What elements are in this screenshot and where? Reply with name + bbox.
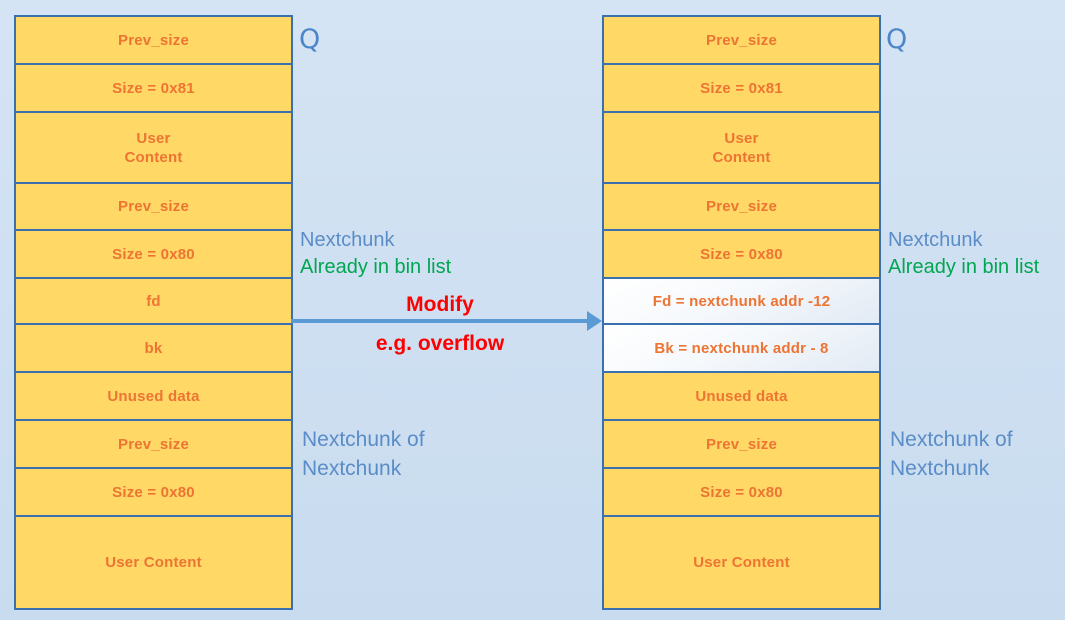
nextchunk-of-label: Nextchunk of	[302, 428, 425, 451]
chunk-row-label: Bk = nextchunk addr - 8	[654, 339, 829, 357]
chunk-row-label: Size = 0x81	[700, 79, 783, 97]
q-marker-right: Q	[886, 24, 908, 55]
chunk-row-label: Prev_size	[117, 198, 190, 215]
chunk-row-fd: fd	[16, 279, 291, 325]
chunk-row-unused-data: Unused data	[604, 373, 879, 421]
modify-arrow-head-icon	[587, 311, 602, 331]
chunk-row-user-content: User Content	[16, 113, 291, 184]
chunk-row-prev-size: Prev_size	[604, 421, 879, 469]
chunk-row-label: User Content	[712, 129, 771, 166]
chunk-row-label: Size = 0x80	[700, 245, 783, 263]
chunk-row-prev-size: Prev_size	[604, 17, 879, 65]
chunk-row-label: Prev_size	[705, 198, 778, 215]
chunk-row-label: Prev_size	[117, 31, 190, 49]
chunk-row-user-content: User Content	[604, 517, 879, 608]
chunk-row-size-0x80: Size = 0x80	[604, 231, 879, 279]
nextchunk-of-label: Nextchunk of	[890, 428, 1013, 451]
chunk-row-label: Size = 0x80	[112, 483, 195, 501]
chunk-row-label: Unused data	[695, 387, 788, 405]
chunk-row-size-0x81: Size = 0x81	[16, 65, 291, 113]
chunk-row-prev-size: Prev_size	[16, 421, 291, 469]
chunk-row-user-content: User Content	[16, 517, 291, 608]
chunk-row-size-0x80: Size = 0x80	[16, 231, 291, 279]
chunk-row-unused-data: Unused data	[16, 373, 291, 421]
chunk-row-prev-size: Prev_size	[16, 184, 291, 231]
chunk-row-label: Size = 0x81	[112, 79, 195, 97]
already-in-bin-label: Already in bin list	[888, 256, 1040, 278]
chunk-row-label: User Content	[124, 129, 183, 166]
chunk-row-label: Unused data	[107, 387, 200, 405]
modify-label: Modify	[406, 293, 474, 316]
chunk-row-bk: bk	[16, 325, 291, 373]
chunk-row-label: Size = 0x80	[112, 245, 195, 263]
chunk-row-size-0x81: Size = 0x81	[604, 65, 879, 113]
chunk-row-fd-overwritten: Fd = nextchunk addr -12	[604, 279, 879, 325]
chunk-row-prev-size: Prev_size	[604, 184, 879, 231]
left-chunk-column: Prev_size Size = 0x81 User Content Prev_…	[14, 15, 293, 610]
chunk-row-size-0x80: Size = 0x80	[604, 469, 879, 517]
overflow-label: e.g. overflow	[375, 332, 505, 355]
annotation-nextchunk-right: Nextchunk Already in bin list	[888, 227, 1039, 281]
chunk-row-label: User Content	[105, 554, 202, 571]
chunk-row-label: fd	[146, 292, 161, 310]
annotation-nextchunk-of-left: Nextchunk of Nextchunk	[302, 425, 425, 483]
chunk-row-label: Prev_size	[705, 31, 778, 49]
chunk-row-bk-overwritten: Bk = nextchunk addr - 8	[604, 325, 879, 373]
chunk-row-prev-size: Prev_size	[16, 17, 291, 65]
already-in-bin-label: Already in bin list	[300, 256, 452, 278]
nextchunk-label: Nextchunk	[888, 229, 983, 251]
chunk-row-label: Prev_size	[117, 435, 190, 453]
nextchunk-label: Nextchunk	[890, 457, 990, 480]
annotation-nextchunk-of-right: Nextchunk of Nextchunk	[890, 425, 1013, 483]
chunk-row-label: bk	[144, 339, 163, 357]
chunk-row-user-content: User Content	[604, 113, 879, 184]
nextchunk-label: Nextchunk	[302, 457, 402, 480]
annotation-nextchunk-left: Nextchunk Already in bin list	[300, 227, 451, 281]
q-marker-left: Q	[299, 24, 321, 55]
chunk-row-label: Prev_size	[705, 435, 778, 453]
chunk-row-label: Size = 0x80	[700, 483, 783, 501]
chunk-row-label: User Content	[693, 554, 790, 571]
modify-arrow	[291, 319, 589, 323]
chunk-row-size-0x80: Size = 0x80	[16, 469, 291, 517]
nextchunk-label: Nextchunk	[300, 229, 395, 251]
right-chunk-column: Prev_size Size = 0x81 User Content Prev_…	[602, 15, 881, 610]
chunk-row-label: Fd = nextchunk addr -12	[652, 292, 831, 310]
